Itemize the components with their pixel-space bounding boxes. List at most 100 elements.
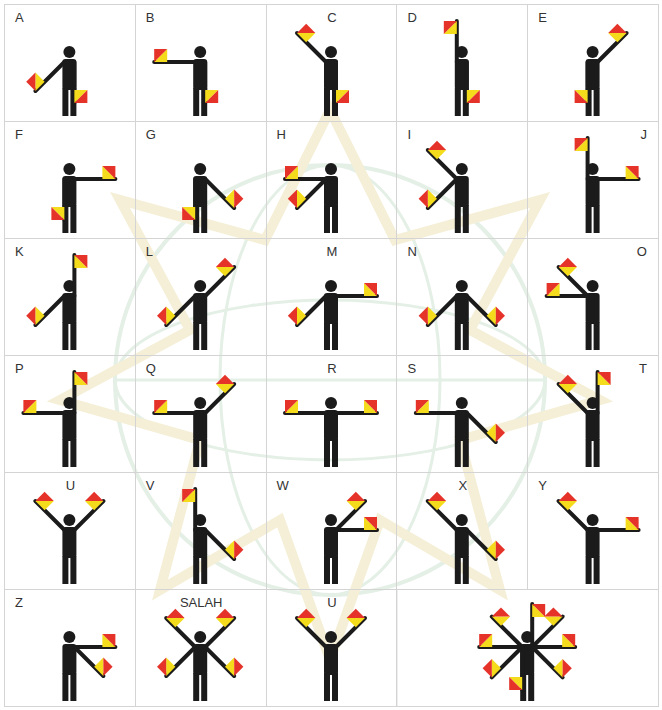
flag-yellow-half [364,400,377,413]
flag-yellow-half [216,618,234,627]
flag-yellow-half [416,400,429,413]
flag-red-half [288,307,297,325]
flag-red-half [428,141,446,150]
flag-red-half [234,658,243,676]
flag-red-half [496,307,505,325]
flag-yellow-half [285,400,298,413]
figure-arm [35,501,64,530]
flag-yellow-half [102,166,115,179]
flag-yellow-half [297,33,315,42]
flag-red-half [364,517,377,530]
figure-leg [201,673,207,701]
letter-label: K [15,244,24,259]
letter-cell: T [527,355,659,473]
flag-red-half [285,400,298,413]
letter-label: O [637,244,647,259]
letter-label: X [458,478,467,493]
flag-yellow-half [182,489,195,502]
letter-cell: Y [527,472,659,590]
signaller-figure [26,46,87,116]
signaller-figure [154,46,218,116]
signaller-figure [23,372,87,467]
flag-red-half [492,607,510,616]
flag-red-half [544,607,562,616]
flag-red-half [23,400,36,413]
flag-red-half [483,659,492,677]
letter-cell: K [4,238,136,356]
flag-yellow-half [182,207,195,220]
letter-cell: G [135,121,267,239]
letter-label: L [146,244,153,259]
flag-yellow-half [492,617,510,626]
figure-leg [594,205,600,233]
figure-leg [324,439,330,467]
signaller-figure [419,141,469,233]
flag-yellow-half [285,166,298,179]
flag-yellow-half [492,659,501,677]
figure-leg [594,439,600,467]
signaller-figure [428,492,505,584]
letter-cell: B [135,4,267,122]
letter-label: Q [146,361,156,376]
figure-arm [598,33,627,62]
flag-red-half [154,49,167,62]
figure-arm [559,384,588,413]
flag-yellow-half [559,267,577,276]
letter-cell: D [396,4,528,122]
flag-yellow-half [575,90,588,103]
flag-red-half [563,659,572,677]
letter-cell: C [266,4,398,122]
letter-cell: M [266,238,398,356]
figure-leg [324,205,330,233]
figure-arm [532,617,562,647]
signaller-figure [26,255,87,350]
flag-red-half [336,90,349,103]
figure-leg [62,556,68,584]
letter-cell: S [396,355,528,473]
letter-cell: P [4,355,136,473]
flag-yellow-half [166,307,175,325]
flag-red-half [234,541,243,559]
flag-red-half [216,609,234,618]
flag-yellow-half [225,541,234,559]
figure-leg [193,673,199,701]
figure-leg [193,88,199,116]
figure-arm [74,647,103,676]
letter-label: W [277,478,289,493]
flag-yellow-half [74,372,87,385]
flag-red-half [562,634,575,647]
flag-red-half [51,207,64,220]
letter-label: I [407,127,411,142]
signaller-figure [285,163,338,233]
letter-label: T [639,361,647,376]
figure-leg [594,322,600,350]
letter-cell: H [266,121,398,239]
figure-leg [70,439,76,467]
figure-leg [528,673,534,701]
flag-red-half [297,609,315,618]
figure-leg [201,322,207,350]
flag-yellow-half [35,307,44,325]
flag-yellow-half [553,659,562,677]
flag-yellow-half [559,501,577,510]
letter-label: V [146,478,155,493]
flag-yellow-half [216,267,234,276]
figure-leg [324,88,330,116]
figure-leg [332,205,338,233]
letter-label: M [327,244,338,259]
figure-head [325,397,337,409]
signaller-figure [575,24,627,116]
letter-label: P [15,361,24,376]
flag-yellow-half [428,307,437,325]
flag-yellow-half [479,634,492,647]
figure-head [194,163,206,175]
letter-label: F [15,127,23,142]
figure-arm [559,501,588,530]
figure-leg [62,439,68,467]
flag-yellow-half [74,255,87,268]
flag-yellow-half [559,384,577,393]
letter-cell: X [396,472,528,590]
figure-arm [532,647,562,677]
flag-red-half [428,492,446,501]
flag-yellow-half [428,190,437,208]
